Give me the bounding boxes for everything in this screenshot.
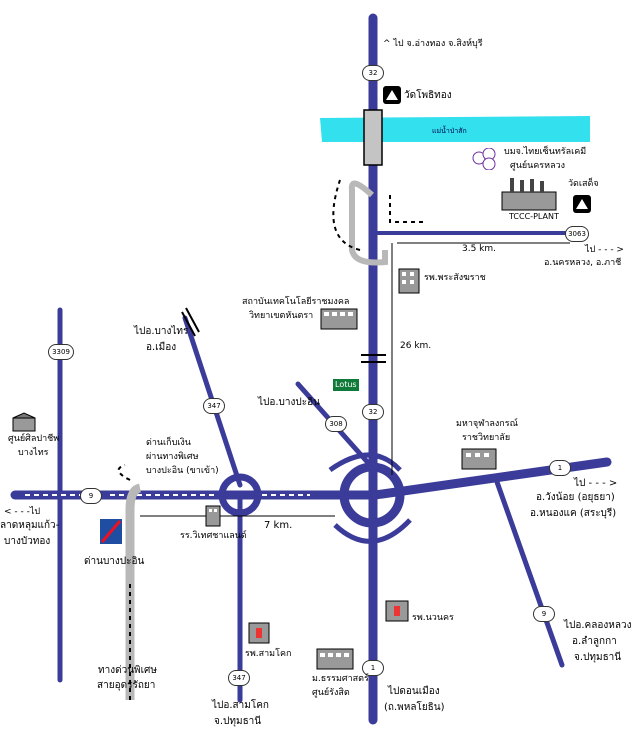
klong-luang-label-2: อ.ลำลูกกา (572, 636, 617, 647)
route-shield-1-south: 1 (362, 660, 384, 676)
road-9-se (494, 479, 565, 668)
east-destination-label-2: อ.วังน้อย (อยุธยา) (536, 492, 615, 503)
klong-luang-label-3: จ.ปทุมธานี (574, 652, 622, 663)
don-mueang-label-1: ไปดอนเมือง (388, 686, 440, 697)
route-shield-1-east: 1 (549, 460, 571, 476)
university-label-1: มหาจุฬาลงกรณ์ (456, 419, 518, 429)
distance-markers (140, 242, 570, 517)
wat-sadet-label: วัดเสด็จ (568, 179, 599, 189)
school-label: รร.วิเทศชาแลนด์ (180, 531, 247, 541)
university-label-2: ราชวิทยาลัย (462, 433, 511, 443)
interchanges (218, 452, 412, 544)
mueang-label: อ.เมือง (146, 342, 177, 353)
don-mueang-label-2: (ถ.พหลโยธิน) (384, 702, 445, 713)
lotus-store-badge: Lotus (333, 379, 359, 391)
sam-khok-label-2: จ.ปทุมธานี (214, 716, 262, 727)
river (320, 116, 590, 142)
tccc-center-label: ศูนย์นครหลวง (510, 161, 566, 171)
bang-pa-in-label: ไปอ.บางปะอิน (258, 397, 320, 408)
toll-station-label: ด่านบางปะอิน (84, 556, 145, 567)
building-icon (320, 308, 358, 330)
west-destination-label-3: บางบัวทอง (4, 536, 51, 547)
west-destination-label: < - - -ไป (4, 507, 41, 517)
sam-khok-label-1: ไปอ.สามโคก (212, 700, 269, 711)
expressway-label-1: ทางด่วนพิเศษ (98, 665, 157, 676)
wat-pho-thong-label: วัดโพธิทอง (404, 90, 452, 101)
expressway-route (125, 483, 142, 700)
art-center-label-1: ศูนย์ศิลปาชีพ (8, 434, 60, 444)
factory-icon (501, 178, 557, 211)
thammasat-label-1: ม.ธรรมศาสตร์ (312, 674, 369, 684)
route-shield-347-south: 347 (228, 670, 250, 686)
barriers (181, 307, 386, 363)
building-icon (12, 412, 36, 432)
route-shield-308: 308 (325, 416, 347, 432)
distance-3-5-label: 3.5 km. (462, 244, 497, 254)
route-shield-32-south: 32 (362, 404, 384, 420)
bridge (363, 109, 383, 166)
tccc-logo-icon (472, 148, 496, 170)
route-shield-3309: 3309 (48, 344, 74, 360)
building-icon (385, 600, 409, 622)
hospital-sam-khok-label: รพ.สามโคก (245, 649, 292, 659)
distance-7-label: 7 km. (264, 520, 293, 531)
east-destination-label-1: ไป - - - > (574, 478, 618, 489)
route-shield-9-se: 9 (533, 606, 555, 622)
distance-26-label: 26 km. (400, 341, 432, 351)
toll-ramp (348, 180, 388, 266)
institute-label-1: สถาบันเทคโนโลยีราชมงคล (242, 297, 350, 307)
art-center-label-2: บางไทร (18, 448, 49, 458)
toll-label-1: ด่านเก็บเงิน (146, 438, 191, 448)
toll-label-3: บางปะอิน (ขาเข้า) (146, 466, 219, 476)
institute-label-2: วิทยาเขตหันตรา (249, 311, 314, 321)
east-upper-destination-label-2: อ.นครหลวง, อ.ภาชี (544, 258, 622, 268)
temple-icon (573, 195, 591, 213)
expressway-label-2: สายอุดรรัถยา (97, 680, 156, 691)
hospital-nawanakorn-label: รพ.นวนคร (412, 613, 454, 623)
river-label: แม่น้ำป่าสัก (432, 127, 467, 135)
building-icon (205, 505, 221, 527)
temple-icon (383, 86, 401, 104)
route-indicators (117, 179, 425, 700)
klong-luang-label-1: ไปอ.คลองหลวง (564, 620, 632, 631)
route-shield-3063: 3063 (565, 226, 589, 242)
building-icon (248, 622, 270, 644)
route-shield-32-north: 32 (362, 65, 384, 81)
building-icon (316, 648, 354, 670)
west-destination-label-2: ลาดหลุมแก้ว- (0, 520, 60, 531)
building-icon (398, 268, 420, 294)
east-upper-destination-label: ไป - - - > (585, 245, 624, 255)
north-destination-label: ^ ไป จ.อ่างทอง จ.สิงห์บุรี (383, 39, 483, 49)
toll-sign-icon (100, 519, 122, 544)
bang-sai-label: ไปอ.บางไทร (134, 326, 189, 337)
east-destination-label-3: อ.หนองแค (สระบุรี) (530, 508, 617, 519)
thammasat-label-2: ศูนย์รังสิต (312, 688, 350, 698)
toll-label-2: ผ่านทางพิเศษ (146, 452, 199, 462)
route-shield-347-north: 347 (203, 398, 225, 414)
route-shield-9: 9 (80, 488, 102, 504)
hospital-phra-label: รพ.พระสังฆราช (424, 273, 486, 283)
tccc-plant-label: TCCC-PLANT (509, 212, 559, 221)
tccc-company-label: บมจ.ไทยเซ็นทรัลเคมี (504, 147, 587, 157)
building-icon (461, 448, 497, 470)
